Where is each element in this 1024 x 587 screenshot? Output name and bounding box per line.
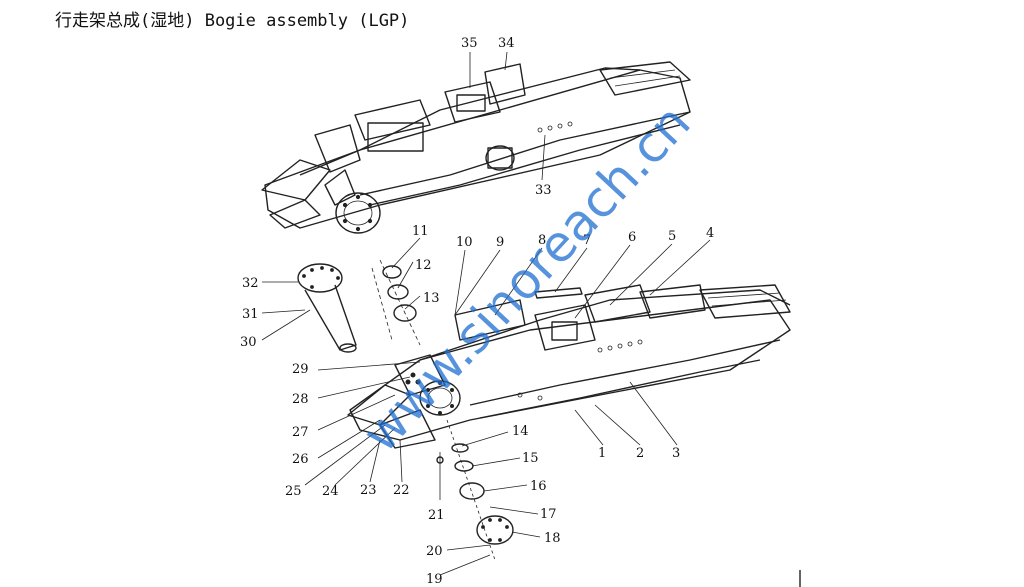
label-14: 14 (512, 424, 529, 439)
label-10: 10 (456, 235, 473, 250)
pin-shaft-exploded (297, 263, 357, 353)
leader-lines (261, 51, 711, 576)
label-8: 8 (538, 233, 546, 248)
label-32: 32 (242, 276, 259, 291)
page-title: 行走架总成(湿地) Bogie assembly (LGP) (55, 11, 410, 31)
label-25: 25 (285, 484, 302, 499)
label-34: 34 (498, 36, 515, 51)
upper-bogie-frame (261, 61, 691, 234)
label-2: 2 (636, 446, 644, 461)
label-1: 1 (598, 446, 606, 461)
label-27: 27 (292, 425, 309, 440)
label-4: 4 (706, 226, 714, 241)
label-6: 6 (628, 230, 636, 245)
label-15: 15 (522, 451, 539, 466)
label-30: 30 (240, 335, 257, 350)
label-18: 18 (544, 531, 561, 546)
label-13: 13 (423, 291, 440, 306)
lower-bogie-frame (347, 284, 791, 449)
label-33: 33 (535, 183, 552, 198)
label-21: 21 (428, 508, 445, 523)
label-17: 17 (540, 507, 557, 522)
label-12: 12 (415, 258, 432, 273)
label-7: 7 (583, 233, 591, 248)
label-23: 23 (360, 483, 377, 498)
label-35: 35 (461, 36, 478, 51)
label-26: 26 (292, 452, 309, 467)
label-3: 3 (672, 446, 680, 461)
label-16: 16 (530, 479, 547, 494)
label-22: 22 (393, 483, 410, 498)
label-20: 20 (426, 544, 443, 559)
label-19: 19 (426, 572, 443, 587)
label-11: 11 (412, 224, 429, 239)
label-9: 9 (496, 235, 504, 250)
part-labels: 35 34 33 11 10 9 8 7 6 5 4 12 13 32 31 3… (240, 36, 714, 587)
label-28: 28 (292, 392, 309, 407)
label-29: 29 (292, 362, 309, 377)
bushings-11-13 (371, 259, 421, 346)
label-31: 31 (242, 307, 259, 322)
lower-stack-parts (436, 419, 514, 561)
label-5: 5 (668, 229, 676, 244)
label-24: 24 (322, 484, 339, 499)
